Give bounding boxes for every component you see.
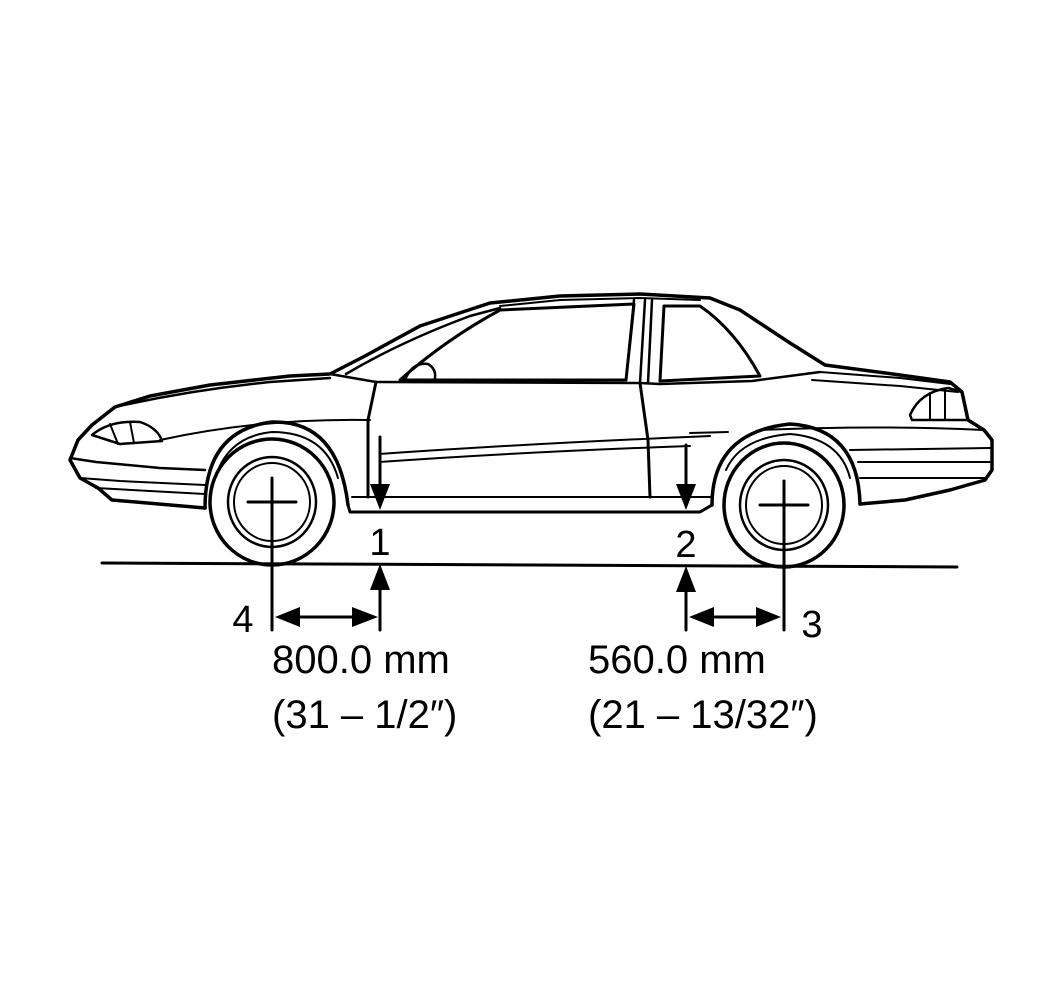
door-outline	[366, 380, 378, 499]
rocker-panel	[346, 503, 714, 514]
front-bumper-line-3	[95, 487, 206, 495]
down-arrow-2	[676, 484, 696, 510]
ground-line	[100, 561, 959, 569]
rear-measurement-imperial: (21 – 13/32″)	[588, 693, 818, 737]
front-bumper-line	[68, 456, 207, 472]
front-dimension-arrow	[275, 607, 378, 627]
hood-line	[113, 376, 332, 409]
front-axle-centerline	[246, 476, 298, 632]
rear-dimension-arrow	[689, 607, 781, 627]
car-illustration	[68, 292, 994, 514]
headlight	[90, 420, 164, 446]
side-mirror	[403, 362, 437, 384]
windshield	[344, 306, 502, 376]
taillight	[908, 386, 970, 422]
up-arrow-1	[370, 564, 390, 590]
up-arrow-2	[676, 566, 696, 592]
rear-wheel-arch	[710, 422, 862, 507]
callout-4: 4	[232, 599, 253, 641]
rear-measurement-metric: 560.0 mm	[588, 638, 766, 682]
front-wheel-arch	[203, 420, 350, 510]
front-measurement-metric: 800.0 mm	[272, 638, 450, 682]
belt-line	[328, 370, 822, 386]
front-bumper-line-2	[79, 477, 206, 486]
callout-1: 1	[369, 522, 390, 564]
down-arrow-1	[370, 484, 390, 510]
callout-2: 2	[675, 524, 696, 566]
rear-side-window	[658, 304, 762, 383]
car-body-outline	[68, 292, 994, 510]
front-side-window	[398, 302, 636, 382]
front-measurement-imperial: (31 – 1/2″)	[272, 693, 457, 737]
lift-point-1-arrows	[370, 435, 390, 632]
b-pillar	[624, 298, 654, 385]
lift-point-2-arrows	[676, 443, 696, 632]
callout-3: 3	[801, 604, 822, 646]
rear-axle-centerline	[758, 479, 810, 632]
